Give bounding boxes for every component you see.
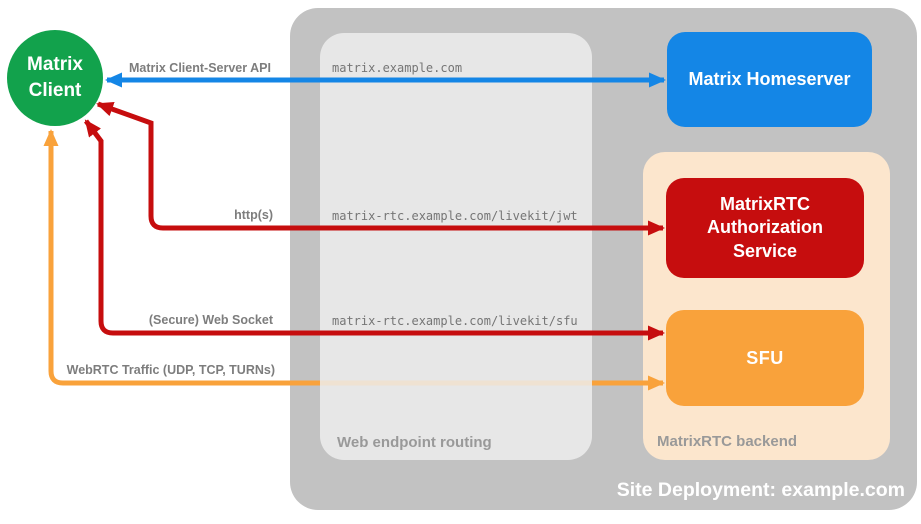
node-matrix-homeserver: Matrix Homeserver [667, 32, 872, 127]
label-https: http(s) [234, 208, 273, 222]
endpoint-matrix: matrix.example.com [332, 61, 463, 75]
node-matrix-client-label: Matrix Client [27, 54, 83, 101]
backend-caption: MatrixRTC backend [657, 433, 798, 450]
node-auth-service-label: MatrixRTC Authorization Service [707, 193, 823, 261]
node-matrix-client: Matrix Client [7, 30, 103, 126]
node-sfu-label: SFU [746, 347, 784, 368]
node-matrixrtc-authorization-service: MatrixRTC Authorization Service [666, 178, 864, 278]
site-deployment-label: Site Deployment: example.com [616, 479, 905, 501]
endpoint-livekit-jwt: matrix-rtc.example.com/livekit/jwt [332, 209, 578, 223]
node-matrix-homeserver-label: Matrix Homeserver [688, 69, 851, 89]
matrixrtc-backend-container: MatrixRTC Authorization Service SFU Matr… [643, 152, 890, 460]
endpoint-livekit-sfu: matrix-rtc.example.com/livekit/sfu [332, 314, 578, 328]
label-webrtc-traffic: WebRTC Traffic (UDP, TCP, TURNs) [66, 363, 275, 377]
web-endpoint-routing-container: matrix.example.com matrix-rtc.example.co… [320, 33, 592, 460]
node-sfu: SFU [666, 310, 864, 406]
label-client-server-api: Matrix Client-Server API [129, 61, 271, 75]
routing-caption: Web endpoint routing [337, 434, 492, 451]
label-secure-web-socket: (Secure) Web Socket [148, 313, 273, 327]
